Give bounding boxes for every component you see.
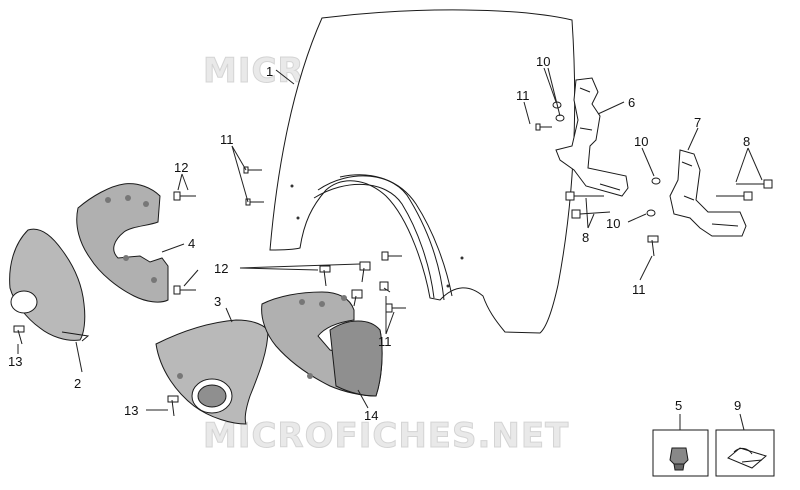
- callout-10-middle: 10: [634, 134, 648, 149]
- callout-14: 14: [364, 408, 378, 423]
- callout-9: 9: [734, 398, 741, 413]
- callout-11-lower-right: 11: [632, 282, 646, 297]
- callout-11-center: 11: [378, 334, 392, 349]
- detail-box-part-9: [715, 429, 775, 477]
- left-front-cover: [9, 228, 90, 342]
- callout-5: 5: [675, 398, 682, 413]
- left-inner-panel: [76, 183, 169, 303]
- callout-labels: 1 2 3 4 5 6 7 8 8 9 10 10 10 11 11 11 11…: [8, 54, 750, 423]
- callout-11-upper-right: 11: [516, 88, 530, 103]
- detail-box-part-5: [652, 429, 709, 477]
- callout-3: 3: [214, 294, 221, 309]
- callout-4: 4: [188, 236, 195, 251]
- callout-10-bottom: 10: [606, 216, 620, 231]
- callout-8-right: 8: [743, 134, 750, 149]
- windscreen: [269, 9, 576, 334]
- callout-7: 7: [694, 115, 701, 130]
- right-inner-panel: [261, 291, 383, 397]
- callout-11-upper-left: 11: [220, 132, 234, 147]
- watermark-bottom: MICROFICHES.NET: [203, 416, 569, 456]
- mounting-bracket-left: [555, 77, 629, 197]
- callout-10-top: 10: [536, 54, 550, 69]
- mounting-bracket-right: [669, 149, 747, 237]
- callout-12-upper: 12: [174, 160, 188, 175]
- callout-1: 1: [266, 64, 273, 79]
- callout-8-bottom: 8: [582, 230, 589, 245]
- leader-lines: [17, 67, 763, 431]
- callout-12-lower: 12: [214, 261, 228, 276]
- callout-2: 2: [74, 376, 81, 391]
- callout-13-left: 13: [8, 354, 22, 369]
- callout-6: 6: [628, 95, 635, 110]
- callout-13-bottom: 13: [124, 403, 138, 418]
- right-front-cover: [155, 319, 269, 425]
